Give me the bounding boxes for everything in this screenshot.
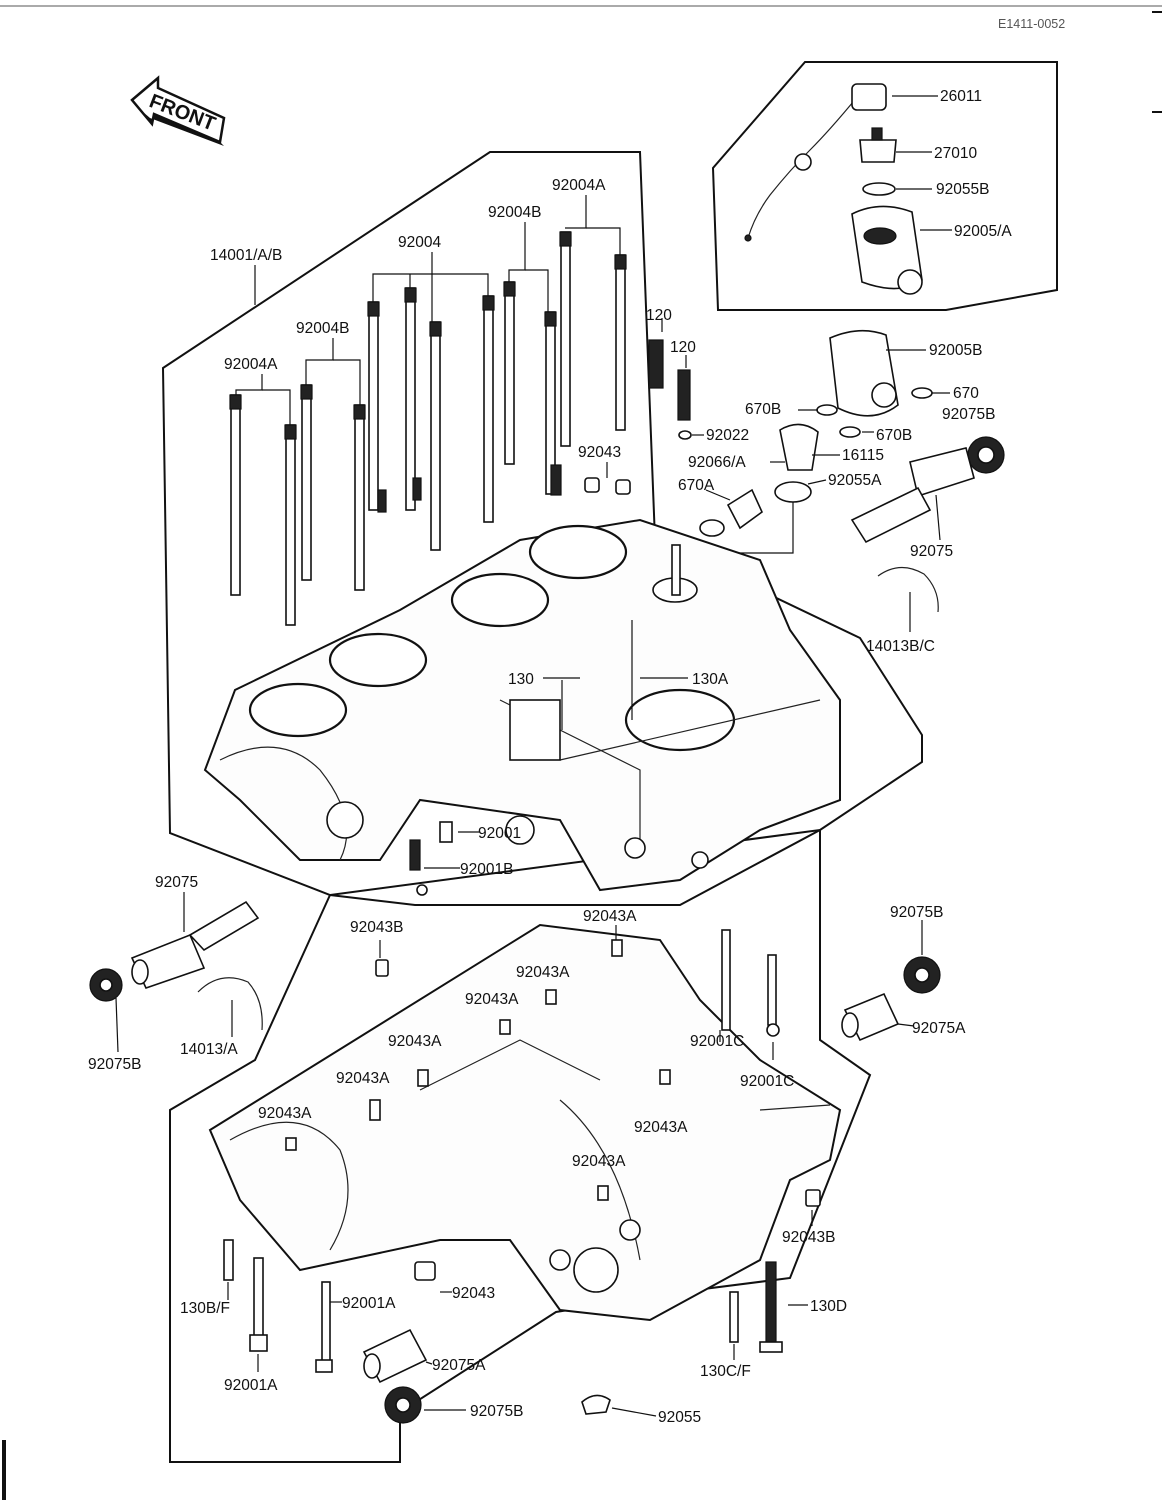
bottom-parts bbox=[362, 1328, 611, 1424]
label-130D: 130D bbox=[810, 1298, 847, 1315]
label-92043B-b: 92043B bbox=[782, 1229, 835, 1246]
label-92075-left: 92075 bbox=[155, 874, 198, 891]
left-side-parts bbox=[89, 900, 263, 1031]
label-92001B: 92001B bbox=[460, 861, 513, 878]
label-130CF: 130C/F bbox=[700, 1363, 751, 1380]
label-92075-right: 92075 bbox=[910, 543, 953, 560]
label-670: 670 bbox=[953, 385, 979, 402]
label-92001C-a: 92001C bbox=[690, 1033, 744, 1050]
label-92075B-lower: 92075B bbox=[470, 1403, 523, 1420]
label-92004A-top: 92004A bbox=[552, 177, 606, 194]
label-92055: 92055 bbox=[658, 1409, 701, 1426]
label-92075B-top: 92075B bbox=[942, 406, 995, 423]
label-92043B-a: 92043B bbox=[350, 919, 403, 936]
label-120-a: 120 bbox=[646, 307, 672, 324]
label-27010: 27010 bbox=[934, 145, 977, 162]
label-26011: 26011 bbox=[940, 88, 982, 105]
label-16115: 16115 bbox=[842, 447, 884, 464]
label-130A: 130A bbox=[692, 671, 729, 688]
label-92055B: 92055B bbox=[936, 181, 989, 198]
label-92004: 92004 bbox=[398, 234, 441, 251]
lower-bolts bbox=[223, 929, 783, 1373]
label-92043A-f: 92043A bbox=[258, 1105, 312, 1122]
label-92004A-left: 92004A bbox=[224, 356, 278, 373]
lower-crankcase-outline bbox=[169, 828, 872, 1463]
label-92075B-left: 92075B bbox=[88, 1056, 141, 1073]
label-92005A: 92005/A bbox=[954, 223, 1012, 240]
label-670B-right: 670B bbox=[876, 427, 912, 444]
reference-code: E1411-0052 bbox=[998, 17, 1065, 31]
label-92004B-top: 92004B bbox=[488, 204, 541, 221]
label-92043A-e: 92043A bbox=[336, 1070, 390, 1087]
label-92001A-a: 92001A bbox=[342, 1295, 396, 1312]
front-arrow-icon: FRONT bbox=[130, 75, 226, 146]
label-92075A-lower: 92075A bbox=[432, 1357, 486, 1374]
label-92075A-right: 92075A bbox=[912, 1020, 966, 1037]
label-92043A-c: 92043A bbox=[465, 991, 519, 1008]
label-92043A-d: 92043A bbox=[388, 1033, 442, 1050]
right-lower-parts bbox=[841, 956, 941, 1042]
label-92043A-a: 92043A bbox=[583, 908, 637, 925]
label-92075B-right: 92075B bbox=[890, 904, 943, 921]
label-120-b: 120 bbox=[670, 339, 696, 356]
label-14001AB: 14001/A/B bbox=[210, 247, 282, 264]
label-14013A: 14013/A bbox=[180, 1041, 238, 1058]
label-130BF: 130B/F bbox=[180, 1300, 230, 1317]
oil-filter-parts bbox=[648, 329, 1005, 613]
oil-switch-inset-box bbox=[711, 61, 1058, 311]
label-92022: 92022 bbox=[706, 427, 749, 444]
label-92043A-g: 92043A bbox=[634, 1119, 688, 1136]
stud-leader-lines bbox=[235, 195, 621, 425]
label-92043-lower: 92043 bbox=[452, 1285, 495, 1302]
lower-crankcase-body bbox=[208, 923, 842, 1322]
label-92043A-b: 92043A bbox=[516, 964, 570, 981]
label-670A: 670A bbox=[678, 477, 715, 494]
part-labels: 92005B 670 92075B 670B 670B 92022 16115 … bbox=[88, 177, 995, 1426]
label-92001A-b: 92001A bbox=[224, 1377, 278, 1394]
label-92005B: 92005B bbox=[929, 342, 982, 359]
stud-bolts-group bbox=[229, 231, 627, 626]
label-92004B-mid: 92004B bbox=[296, 320, 349, 337]
upper-crankcase-body bbox=[203, 518, 841, 892]
label-670B-left: 670B bbox=[745, 401, 781, 418]
oil-pressure-switch-part bbox=[744, 83, 923, 295]
label-92043A-h: 92043A bbox=[572, 1153, 626, 1170]
label-92055A: 92055A bbox=[828, 472, 882, 489]
label-130: 130 bbox=[508, 671, 534, 688]
label-92066A: 92066/A bbox=[688, 454, 746, 471]
label-92001C-b: 92001C bbox=[740, 1073, 794, 1090]
label-92001: 92001 bbox=[478, 825, 521, 842]
label-14013BC: 14013B/C bbox=[866, 638, 935, 655]
label-92043-upper: 92043 bbox=[578, 444, 621, 461]
